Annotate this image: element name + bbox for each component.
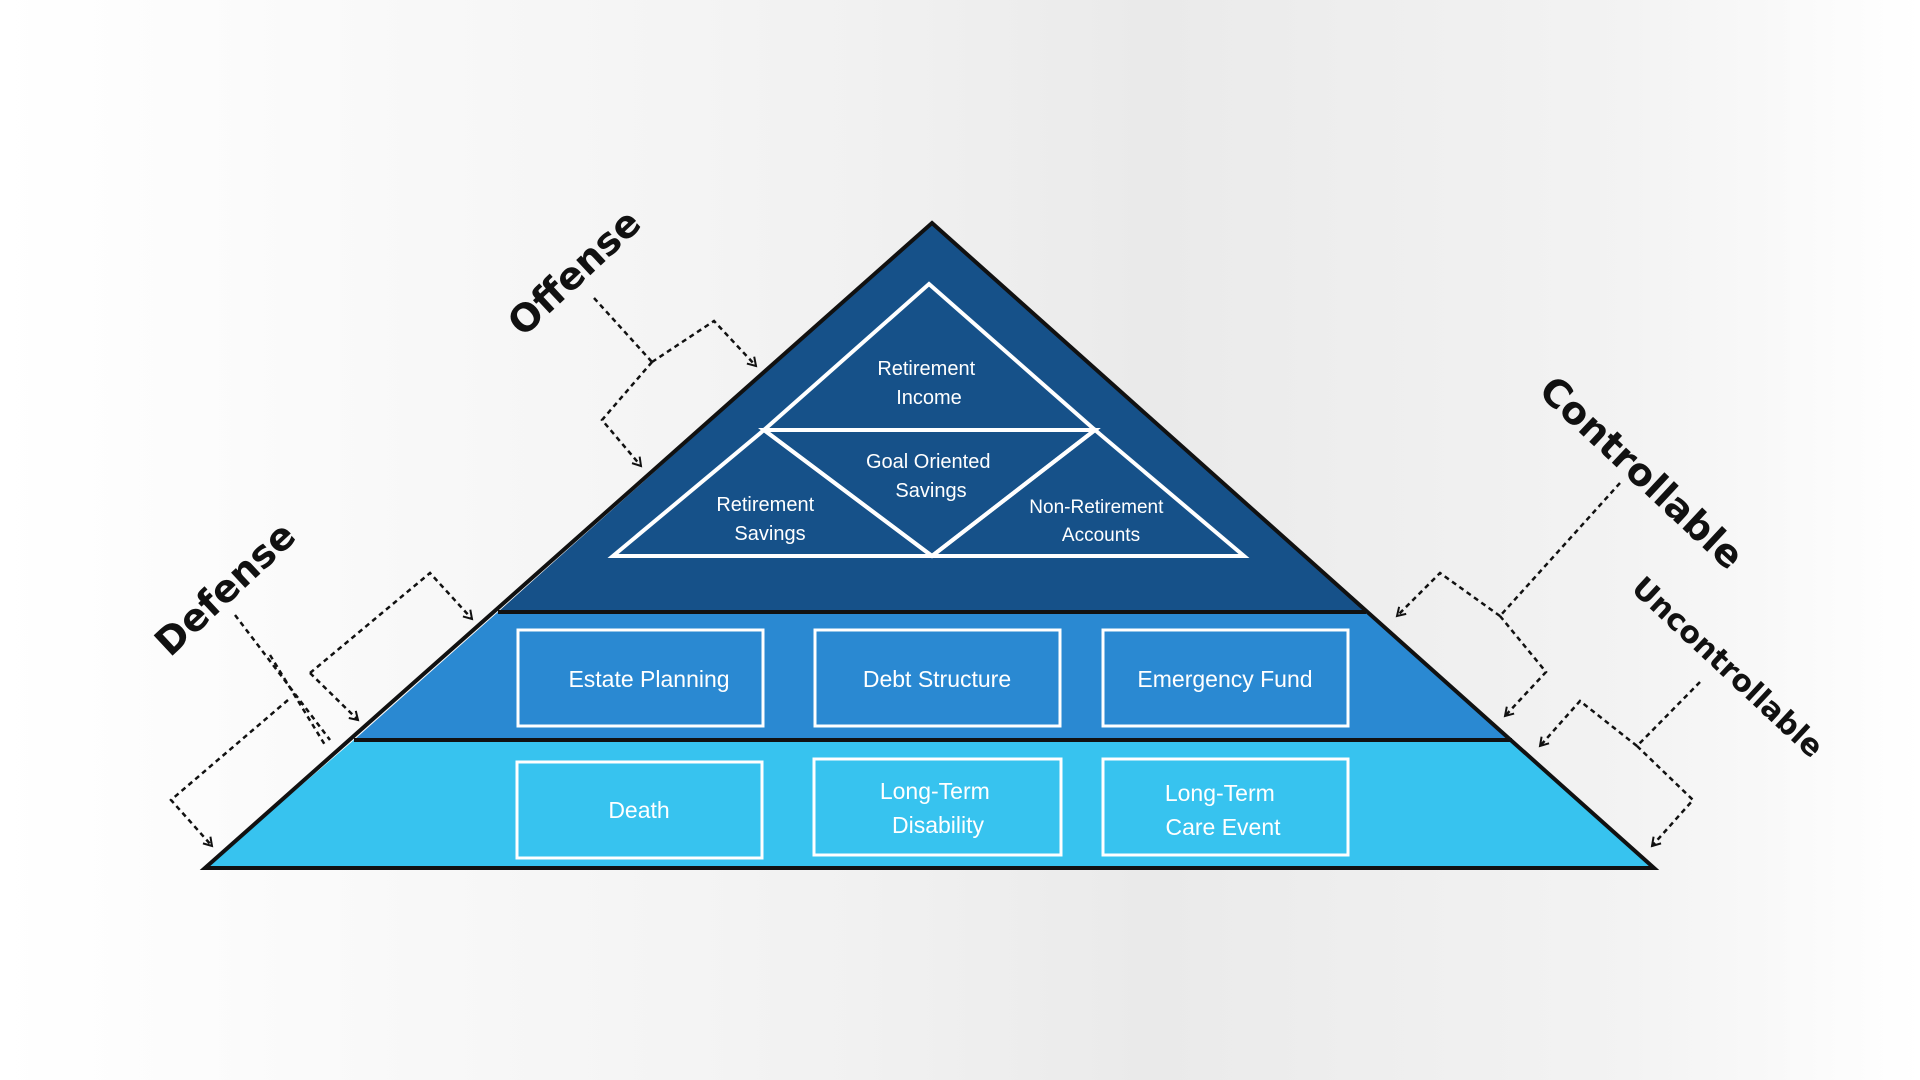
retirement-income-label: Retirement Income [877,358,980,409]
offense-bracket-arrow-upper [651,319,758,368]
debt-structure-box [813,628,1062,728]
retirement-savings-label: Retirement Savings [716,494,819,545]
death-box [515,760,764,860]
long-term-disability-label: Long-Term Disability [880,778,996,838]
defense-bracket-arrow-lower [169,699,289,848]
uncontrollable-bracket-arrow-lower [1636,745,1695,848]
offense-leader-line [593,297,653,363]
uncontrollable-label: Uncontrollable [1625,570,1830,765]
defense-leader-line [234,614,331,741]
uncontrollable-bracket-arrow-upper [1538,699,1638,748]
goal-oriented-savings-label: Goal Oriented Savings [866,451,996,502]
long-term-disability-box [812,757,1063,857]
controllable-leader-line [1499,482,1621,617]
death-label: Death [608,797,669,823]
controllable-bracket-arrow-upper [1395,571,1501,618]
controllable-bracket-arrow-lower [1499,615,1548,718]
defense-leader-branch [268,654,327,746]
defense-bracket-arrow-mid [309,672,360,722]
estate-planning-box [516,628,765,728]
offense-bracket-arrow-lower [600,361,653,468]
emergency-fund-box [1101,628,1350,728]
long-term-care-event-label: Long-Term Care Event [1165,780,1281,840]
pyramid-outline [199,220,1660,870]
defense-label: Defense [146,513,304,665]
uncontrollable-leader-line [1636,681,1701,747]
defense-bracket-arrow-upper [309,571,474,674]
long-term-care-event-box [1101,757,1350,857]
pyramid-bottom-tier [205,740,1654,868]
emergency-fund-label: Emergency Fund [1137,666,1312,692]
debt-structure-label: Debt Structure [863,666,1011,692]
non-retirement-accounts-label: Non-Retirement Accounts [1029,497,1168,546]
pyramid-middle-tier [354,612,1512,740]
estate-planning-label: Estate Planning [568,666,729,692]
offense-label: Offense [499,200,649,344]
pyramid-top-tier [498,223,1366,612]
non-retirement-accounts-triangle [926,427,1250,558]
